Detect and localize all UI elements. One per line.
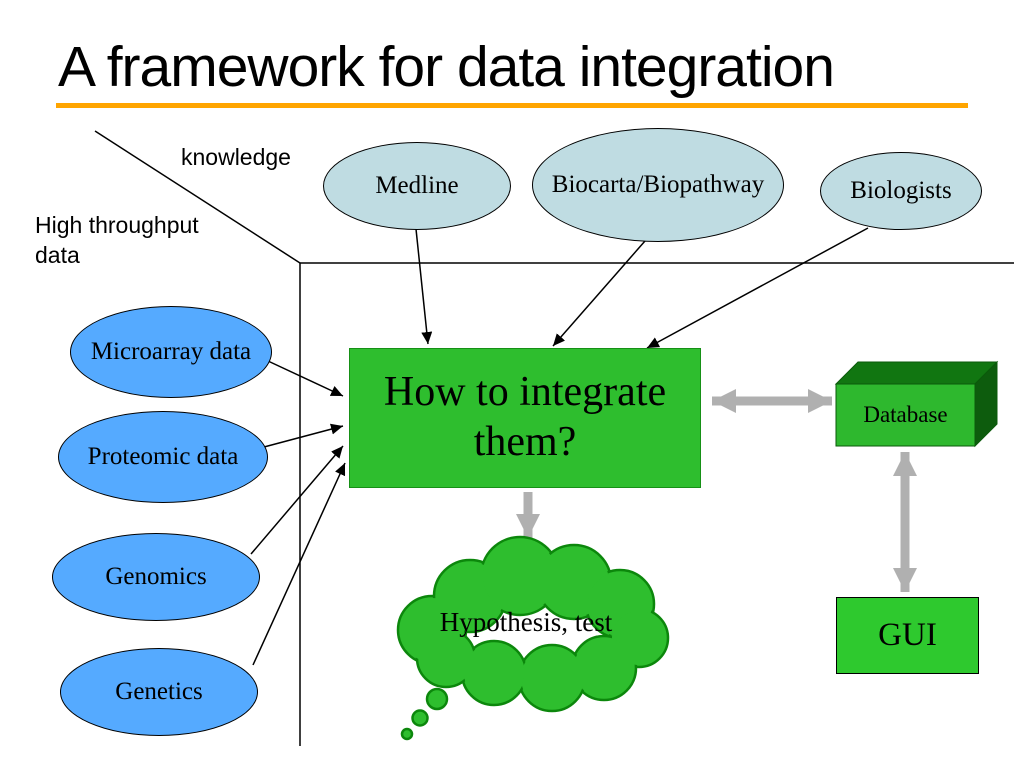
title-underline (56, 103, 968, 108)
hypothesis-cloud-label: Hypothesis, test (439, 606, 613, 637)
thought-bubble-3 (400, 727, 414, 741)
axis-diagonal-line (94, 130, 301, 264)
arrow-biologists-to-integrate (646, 227, 869, 349)
thought-bubble-2 (411, 709, 429, 727)
slide-title: A framework for data integration (58, 35, 835, 99)
hypothesis-cloud-shape (396, 535, 670, 713)
database-label: Database (863, 402, 948, 427)
node-biologists: Biologists (820, 152, 982, 230)
node-genetics: Genetics (60, 648, 258, 736)
arrow-genomics-to-integrate (250, 445, 344, 555)
arrow-genetics-to-integrate (252, 462, 346, 666)
high-throughput-label: High throughput data (35, 212, 199, 269)
gui-box: GUI (836, 597, 979, 674)
thought-bubble-1 (425, 687, 449, 711)
knowledge-label: knowledge (181, 144, 291, 170)
node-proteomic-data: Proteomic data (58, 411, 268, 503)
arrow-medline-to-integrate (415, 228, 433, 345)
node-medline: Medline (323, 142, 511, 230)
integrate-box: How to integrate them? (349, 348, 701, 488)
arrow-microarray-to-integrate (267, 360, 344, 397)
database-front-face (835, 383, 976, 447)
node-biocarta-biopathway: Biocarta/Biopathway (532, 128, 784, 242)
arrow-proteomic-to-integrate (263, 423, 344, 448)
database-3d-shape (834, 360, 999, 448)
node-genomics: Genomics (52, 533, 260, 621)
database-top-face (834, 361, 999, 385)
arrow-biocarta-to-integrate (552, 240, 646, 347)
node-microarray-data: Microarray data (70, 306, 272, 398)
